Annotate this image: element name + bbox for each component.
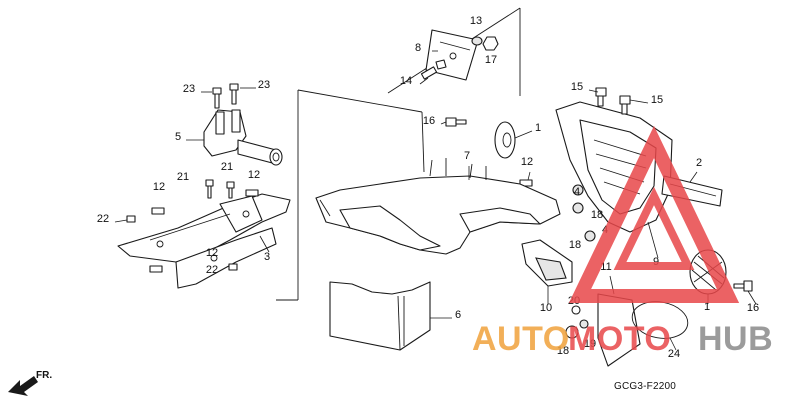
part-5-mount-bracket	[203, 109, 283, 166]
callout-c12a: 12	[521, 156, 533, 168]
callout-c22b: 22	[206, 264, 218, 276]
part-19-20-bolts	[571, 305, 589, 329]
callout-c21b: 21	[177, 171, 189, 183]
part-4-18-nuts	[565, 184, 596, 339]
callout-c1a: 1	[535, 122, 541, 134]
part-21-22-bolts	[126, 179, 238, 271]
callout-c12d: 12	[206, 247, 218, 259]
callout-c18a: 18	[591, 209, 603, 221]
part-6-splash-guard	[329, 281, 431, 351]
part-12-clips	[149, 179, 533, 273]
callout-c12b: 12	[248, 169, 260, 181]
callout-c18b: 18	[569, 239, 581, 251]
guide-lines	[276, 89, 425, 301]
part-16-screw-lower	[733, 280, 753, 292]
callout-c4a: 4	[574, 186, 580, 198]
callout-c6: 6	[455, 309, 461, 321]
part-23-bolt-right	[229, 83, 239, 105]
callout-c16b: 16	[747, 302, 759, 314]
part-1-reflector-upper	[494, 121, 516, 159]
callout-c5: 5	[175, 131, 181, 143]
direction-label: FR.	[36, 370, 52, 381]
callout-c1b: 1	[704, 301, 710, 313]
part-14-bolt	[420, 59, 447, 80]
drawing-code: GCG3-F2200	[614, 381, 676, 392]
callout-c18c: 18	[557, 345, 569, 357]
part-23-bolt-left	[212, 87, 222, 109]
callout-c13: 13	[470, 15, 482, 27]
callout-c10: 10	[540, 302, 552, 314]
watermark-logo: AUTO MOTO HUB	[472, 125, 773, 358]
watermark-word-hub: HUB	[698, 320, 773, 358]
callout-c11: 11	[600, 261, 611, 273]
callout-c21a: 21	[221, 161, 233, 173]
callout-c14: 14	[400, 75, 412, 87]
callout-c7: 7	[464, 150, 470, 162]
callout-c8: 8	[415, 42, 421, 54]
callout-c15a: 15	[571, 81, 583, 93]
callout-c24: 24	[668, 348, 680, 360]
part-7-rear-fender	[315, 158, 561, 255]
part-17-nut	[482, 36, 499, 51]
callout-c17: 17	[485, 54, 497, 66]
part-16-screw-upper	[445, 117, 467, 127]
part-3-rear-stay	[117, 193, 291, 289]
part-13-nut	[471, 36, 483, 46]
callout-c2: 2	[696, 157, 702, 169]
callout-c22a: 22	[97, 213, 109, 225]
callout-c23b: 23	[258, 79, 270, 91]
callout-c15b: 15	[651, 94, 663, 106]
watermark-word-moto: MOTO	[568, 320, 671, 358]
callout-c3: 3	[264, 251, 270, 263]
front-direction-arrow: FR.	[8, 370, 52, 396]
watermark-word-auto: AUTO	[472, 320, 570, 358]
callout-c23a: 23	[183, 83, 195, 95]
callout-c16a: 16	[423, 115, 435, 127]
callout-c12c: 12	[153, 181, 165, 193]
part-10-lamp-case	[521, 239, 573, 287]
callout-c19: 19	[584, 338, 596, 350]
